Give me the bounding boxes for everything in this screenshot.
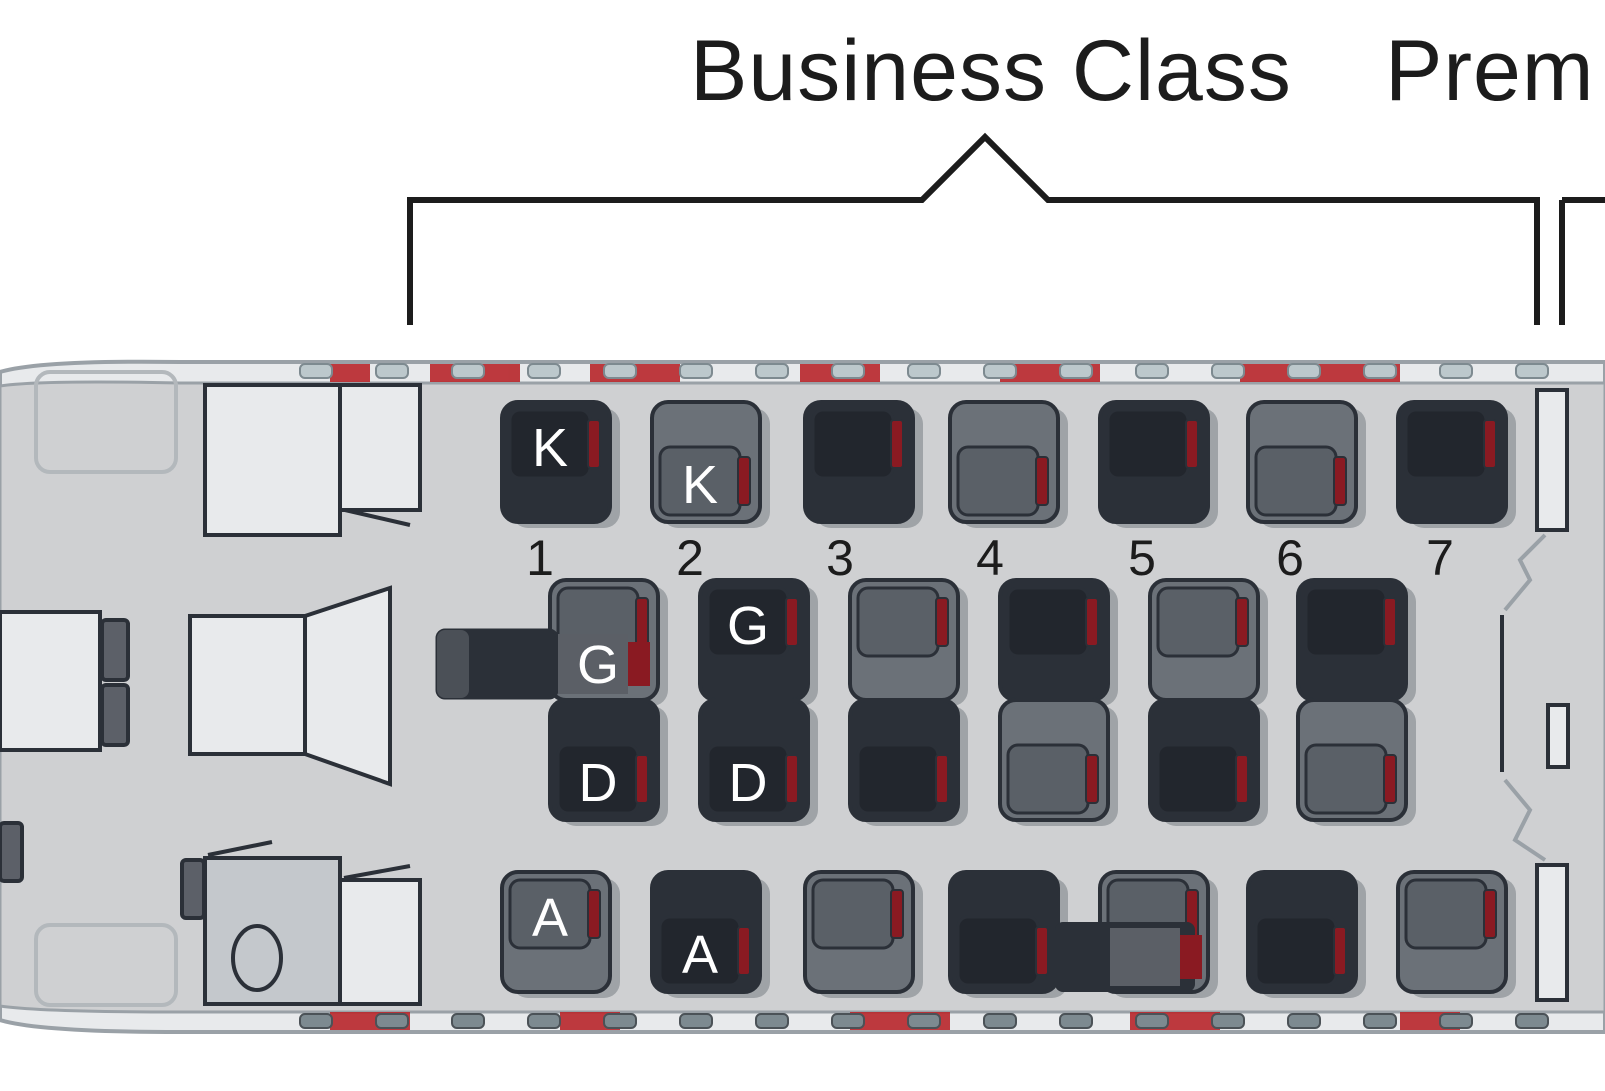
window-top	[375, 363, 409, 379]
seat-letter: D	[579, 753, 618, 813]
window-bottom	[527, 1013, 561, 1029]
seat-g-row-4[interactable]	[998, 578, 1118, 706]
row-number-3: 3	[826, 530, 854, 586]
seat-k-row-4[interactable]	[948, 400, 1068, 528]
window-top	[1515, 363, 1549, 379]
window-bottom	[451, 1013, 485, 1029]
seat-d-row-1[interactable]: D	[548, 698, 668, 826]
seat-k-row-3[interactable]	[803, 400, 923, 528]
seat-letter: K	[532, 418, 568, 478]
seat-a-extension	[1055, 922, 1202, 992]
window-top	[1135, 363, 1169, 379]
seat-letter: D	[729, 753, 768, 813]
seat-k-row-1[interactable]: K	[500, 400, 620, 528]
window-bottom	[831, 1013, 865, 1029]
window-top	[1287, 363, 1321, 379]
window-top	[831, 363, 865, 379]
window-bottom	[1211, 1013, 1245, 1029]
seat-letter: A	[532, 888, 568, 948]
seat-d-row-5[interactable]	[1148, 698, 1268, 826]
seat-a-row-7[interactable]	[1396, 870, 1516, 998]
business-class-label: Business Class	[690, 23, 1292, 119]
windows	[299, 363, 1549, 1029]
window-top	[1363, 363, 1397, 379]
seat-letter: K	[682, 455, 718, 515]
row-number-5: 5	[1128, 530, 1156, 586]
window-top	[527, 363, 561, 379]
seat-a-row-2[interactable]: A	[650, 870, 770, 998]
premium-class-label: Prem	[1385, 23, 1595, 119]
window-bottom	[603, 1013, 637, 1029]
window-top	[1211, 363, 1245, 379]
seat-a-row-3[interactable]	[803, 870, 923, 998]
row-number-7: 7	[1426, 530, 1454, 586]
window-bottom	[907, 1013, 941, 1029]
seat-g-row-5[interactable]	[1148, 578, 1268, 706]
window-bottom	[1363, 1013, 1397, 1029]
seat-letter: G	[577, 635, 619, 695]
window-bottom	[299, 1013, 333, 1029]
seat-a-row-6[interactable]	[1246, 870, 1366, 998]
window-bottom	[1439, 1013, 1473, 1029]
business-class-bracket	[407, 132, 1540, 325]
seat-g-extension: G	[435, 628, 650, 700]
seat-k-row-6[interactable]	[1246, 400, 1366, 528]
window-top	[679, 363, 713, 379]
rear-bulkhead	[1500, 388, 1570, 1002]
seat-k-row-2[interactable]: K	[650, 400, 770, 528]
window-top	[603, 363, 637, 379]
seat-a-row-1[interactable]: A	[500, 870, 620, 998]
seat-g-row-3[interactable]	[848, 578, 968, 706]
seat-letter: G	[727, 596, 769, 656]
row-number-4: 4	[976, 530, 1004, 586]
row-labels: 1 2 3 4 5 6 7	[526, 530, 1454, 586]
row-number-6: 6	[1276, 530, 1304, 586]
window-top	[1059, 363, 1093, 379]
window-bottom	[983, 1013, 1017, 1029]
seat-d-row-3[interactable]	[848, 698, 968, 826]
seat-a-row-4[interactable]	[948, 870, 1068, 998]
seat-g-row-6[interactable]	[1296, 578, 1416, 706]
row-number-2: 2	[676, 530, 704, 586]
row-number-1: 1	[526, 530, 554, 586]
window-top	[983, 363, 1017, 379]
fuselage	[0, 359, 1605, 1034]
window-bottom	[375, 1013, 409, 1029]
window-bottom	[755, 1013, 789, 1029]
seat-g-row-2[interactable]: G	[698, 578, 818, 706]
seat-k-row-5[interactable]	[1098, 400, 1218, 528]
front-galley	[0, 370, 422, 1007]
window-top	[451, 363, 485, 379]
window-top	[755, 363, 789, 379]
window-bottom	[679, 1013, 713, 1029]
window-bottom	[1059, 1013, 1093, 1029]
seat-k-row-7[interactable]	[1396, 400, 1516, 528]
window-top	[1439, 363, 1473, 379]
window-bottom	[1135, 1013, 1169, 1029]
seat-d-row-2[interactable]: D	[698, 698, 818, 826]
window-top	[907, 363, 941, 379]
seat-d-row-6[interactable]	[1296, 698, 1416, 826]
window-bottom	[1287, 1013, 1321, 1029]
seat-letter: A	[682, 925, 718, 985]
window-top	[299, 363, 333, 379]
seat-d-row-4[interactable]	[998, 698, 1118, 826]
window-bottom	[1515, 1013, 1549, 1029]
